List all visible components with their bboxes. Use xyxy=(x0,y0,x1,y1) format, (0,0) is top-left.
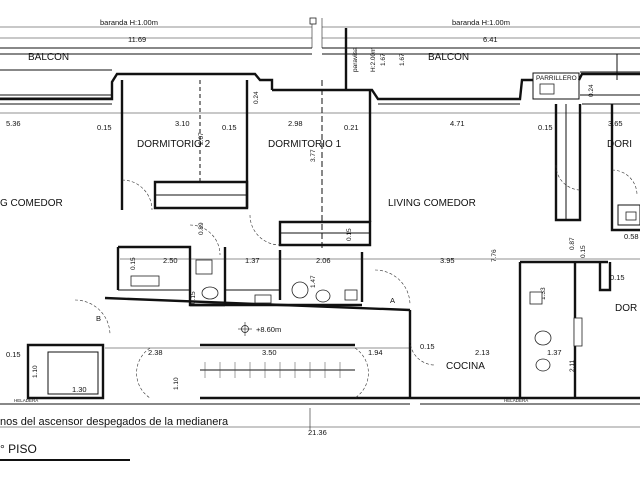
footer-note: nos del ascensor despegados de la median… xyxy=(0,416,229,428)
dim-kitchen-bath-d: 2.11 xyxy=(569,359,576,372)
dim-v-015-d: 0.15 xyxy=(6,350,21,359)
dim-living-depth: 7.76 xyxy=(491,249,498,262)
room-label-bedroom-right: DORI xyxy=(607,139,632,150)
windbreak-dim-1: 1.67 xyxy=(380,53,387,66)
dim-total-width: 21.36 xyxy=(308,428,327,437)
mark-a: A xyxy=(390,296,395,305)
room-label-balcony-right: BALCON xyxy=(428,52,469,63)
dim-bedroom2-depth: 2.67 xyxy=(198,132,205,145)
room-label-living-center: LIVING COMEDOR xyxy=(388,198,476,209)
dim-hall-width: 3.95 xyxy=(440,256,455,265)
dim-v-015-f: 0.15 xyxy=(420,342,435,351)
room-label-grill: PARRILLERO xyxy=(536,75,577,82)
dim-v-015-c: 0.15 xyxy=(190,291,197,304)
floor-title: ° PISO xyxy=(0,442,37,456)
dim-kitchen-width: 2.13 xyxy=(475,348,490,357)
dim-bedroom1-depth: 3.77 xyxy=(310,149,317,162)
dim-bedroom2-width: 3.10 xyxy=(175,119,190,128)
balcony-slab xyxy=(0,47,640,99)
dim-v-087: 0.87 xyxy=(569,237,576,250)
dim-v-015-a: 0.15 xyxy=(346,228,353,241)
dim-bath2-width: 1.37 xyxy=(245,256,260,265)
bathroom-fixtures xyxy=(130,211,637,372)
dim-v-133: 1.33 xyxy=(540,287,547,300)
room-label-bedroom-far-right: DOR xyxy=(615,303,637,314)
dim-wall-a: 0.15 xyxy=(97,123,112,132)
mark-b: B xyxy=(96,314,101,323)
dim-elevator-d: 1.10 xyxy=(32,365,39,378)
dim-wall-d: 0.15 xyxy=(538,123,553,132)
dim-wall-c: 0.21 xyxy=(344,123,359,132)
dim-lobby-left: 2.38 xyxy=(148,348,163,357)
windbreak-label: paravisa xyxy=(352,47,359,72)
grill-outline xyxy=(532,72,580,100)
door-swings xyxy=(74,164,638,399)
dim-wall-f: 0.24 xyxy=(588,84,595,97)
dim-kitchen-bath-width: 1.37 xyxy=(547,348,562,357)
railing-dim-left: 11.69 xyxy=(128,35,146,44)
dim-living-width: 4.71 xyxy=(450,119,465,128)
fridge-label-left: HELADERA xyxy=(14,398,38,403)
windbreak-dim-2: 1.67 xyxy=(399,53,406,66)
dim-v-015-e: 0.15 xyxy=(580,245,587,258)
dim-stair-d: 1.10 xyxy=(173,377,180,390)
dim-closet-depth: 0.89 xyxy=(198,222,205,235)
dim-wall-e: 0.24 xyxy=(253,91,260,104)
dim-stair-width: 3.50 xyxy=(262,348,277,357)
front-walls xyxy=(0,72,640,105)
stair-treads xyxy=(204,362,341,378)
level-marker xyxy=(238,322,252,336)
dim-bath3-width: 2.06 xyxy=(316,256,331,265)
windbreak-height: H:2.00m xyxy=(370,47,377,72)
room-label-bedroom-1: DORMITORIO 1 xyxy=(268,139,342,150)
dim-v-015-g: 0.15 xyxy=(610,273,625,282)
railing-label-right: baranda H:1.00m xyxy=(452,18,510,27)
railing-dim-right: 6.41 xyxy=(483,35,498,44)
dim-lobby-right: 1.94 xyxy=(368,348,383,357)
level-label: +8.60m xyxy=(256,325,281,334)
interior-walls xyxy=(0,80,640,405)
dim-v-058: 0.58 xyxy=(624,232,639,241)
dim-v-015-b: 0.15 xyxy=(130,257,137,270)
fridge-label-right: HELADERA xyxy=(504,398,528,403)
top-dimension-lines xyxy=(0,17,640,48)
room-label-living-left: G COMEDOR xyxy=(0,198,63,209)
grill-fixture xyxy=(539,83,555,95)
dim-bath-depth: 1.47 xyxy=(310,275,317,288)
railing-label-left: baranda H:1.00m xyxy=(100,18,158,27)
room-label-kitchen: COCINA xyxy=(446,361,485,372)
room-label-bedroom-2: DORMITORIO 2 xyxy=(137,139,211,150)
dim-bath1-width: 2.50 xyxy=(163,256,178,265)
room-label-balcony-left: BALCON xyxy=(28,52,69,63)
dim-bedroom1-width: 2.98 xyxy=(288,119,303,128)
dim-right-width: 3.65 xyxy=(608,119,623,128)
dim-wall-b: 0.15 xyxy=(222,123,237,132)
dim-left-width: 5.36 xyxy=(6,119,21,128)
dim-elevator-width: 1.30 xyxy=(72,385,87,394)
